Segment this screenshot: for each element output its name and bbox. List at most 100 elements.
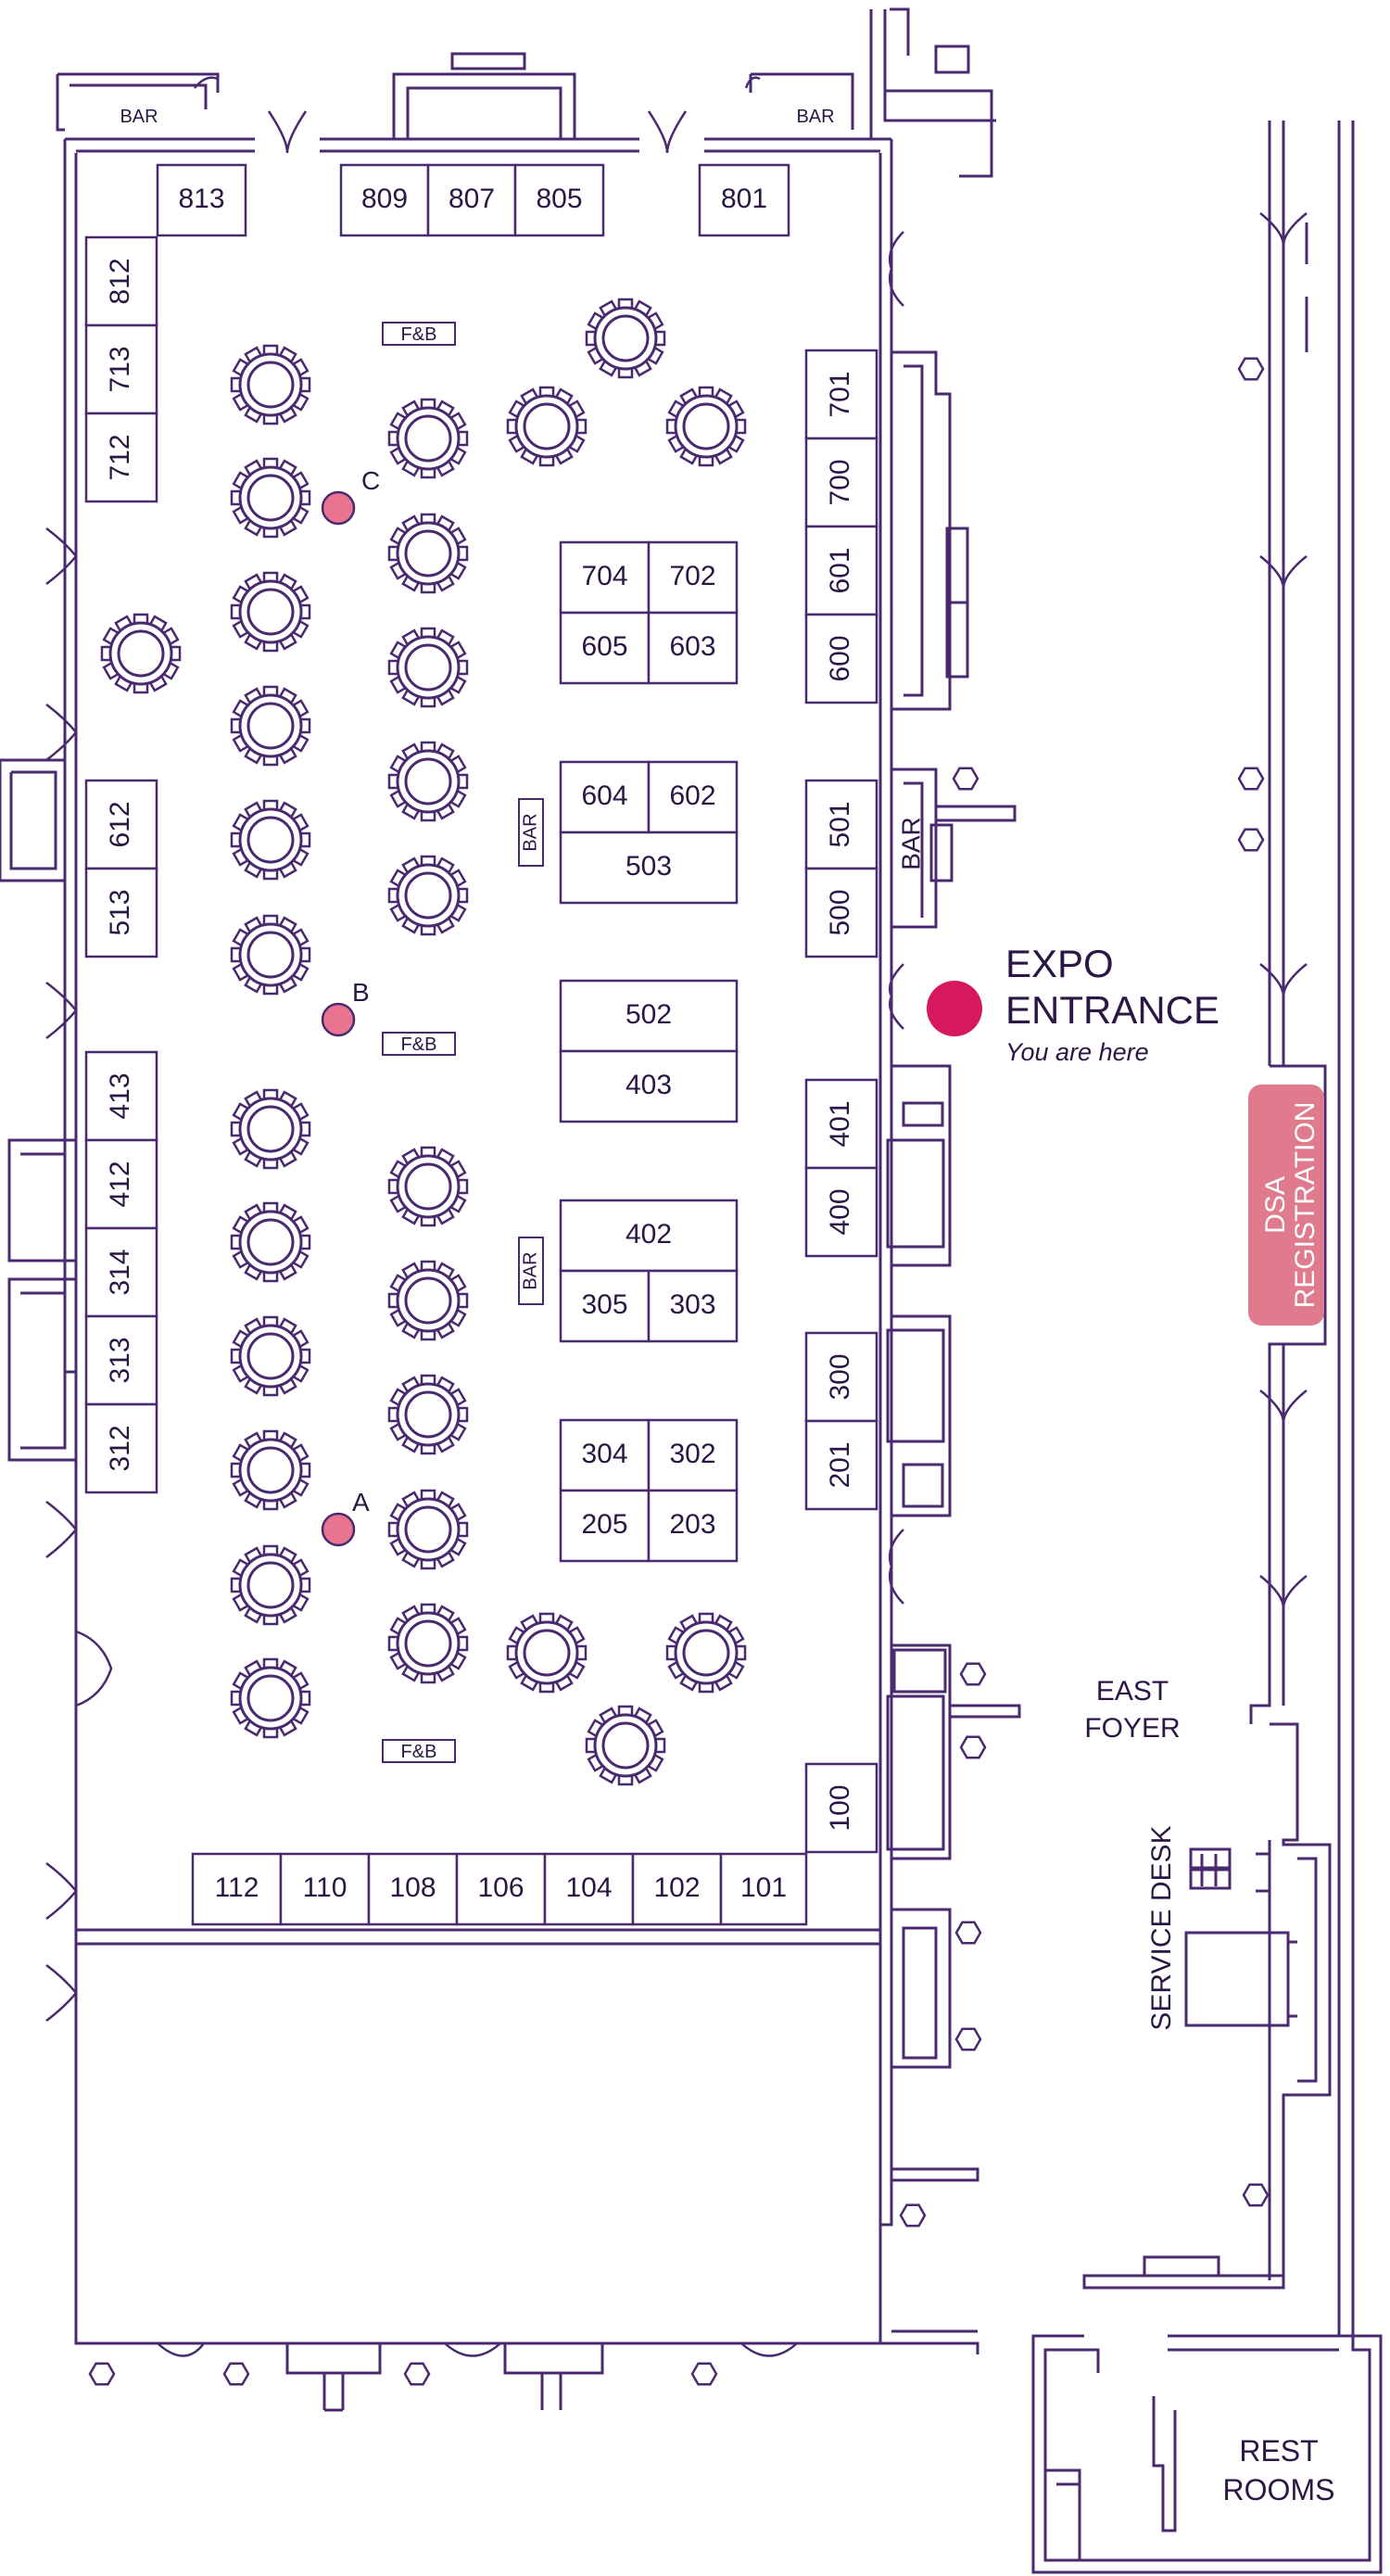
booth-number: 110 <box>303 1872 348 1903</box>
booth-704[interactable]: 704 <box>559 540 651 615</box>
booth-702[interactable]: 702 <box>647 540 739 615</box>
round-table <box>230 799 311 881</box>
booth-612[interactable]: 612 <box>84 779 158 870</box>
service-desk[interactable]: SERVICE DESK <box>1146 1825 1232 2031</box>
booth-503[interactable]: 503 <box>559 831 739 905</box>
booth-602[interactable]: 602 <box>647 760 739 834</box>
booth-number: 104 <box>565 1872 612 1903</box>
booth-number: 713 <box>105 346 135 392</box>
booth-number: 702 <box>669 561 715 591</box>
booth-412[interactable]: 412 <box>84 1138 158 1230</box>
booth-401[interactable]: 401 <box>804 1078 878 1170</box>
booth-number: 502 <box>626 999 672 1030</box>
booth-number: 100 <box>825 1784 855 1831</box>
booth-number: 401 <box>825 1100 855 1147</box>
booth-713[interactable]: 713 <box>84 324 158 415</box>
booth-501[interactable]: 501 <box>804 779 878 870</box>
booth-201[interactable]: 201 <box>804 1419 878 1511</box>
round-table <box>387 513 469 594</box>
booth-605[interactable]: 605 <box>559 611 651 685</box>
booth-812[interactable]: 812 <box>84 235 158 327</box>
booth-314[interactable]: 314 <box>84 1226 158 1318</box>
restrooms[interactable]: REST ROOMS <box>1223 2434 1335 2506</box>
round-table <box>230 1088 311 1170</box>
marker-c[interactable]: C <box>321 466 380 526</box>
svg-text:F&B: F&B <box>401 1742 437 1762</box>
booth-number: 304 <box>581 1439 627 1469</box>
booth-712[interactable]: 712 <box>84 412 158 503</box>
booth-100[interactable]: 100 <box>804 1762 878 1854</box>
booth-413[interactable]: 413 <box>84 1050 158 1142</box>
booth-number: 600 <box>825 635 855 681</box>
booth-number: 413 <box>105 1072 135 1119</box>
booth-108[interactable]: 108 <box>367 1852 459 1926</box>
fnb-tag-middle: F&B <box>382 1032 456 1056</box>
booth-403[interactable]: 403 <box>559 1049 739 1123</box>
marker-a[interactable]: A <box>321 1488 370 1547</box>
round-table <box>230 344 311 425</box>
booth-305[interactable]: 305 <box>559 1269 651 1343</box>
dsa-registration[interactable]: DSA REGISTRATION <box>1248 1085 1324 1326</box>
entrance-subtitle: You are here <box>1005 1038 1149 1066</box>
service-desk-counter-icon <box>1189 1847 1232 1890</box>
booth-313[interactable]: 313 <box>84 1314 158 1406</box>
walls <box>0 7 1383 2574</box>
booth-312[interactable]: 312 <box>84 1402 158 1494</box>
booth-513[interactable]: 513 <box>84 867 158 958</box>
booth-701[interactable]: 701 <box>804 349 878 440</box>
svg-text:EAST: EAST <box>1096 1676 1169 1707</box>
svg-text:BAR: BAR <box>896 817 925 870</box>
booth-807[interactable]: 807 <box>426 163 517 237</box>
booth-300[interactable]: 300 <box>804 1331 878 1423</box>
booth-110[interactable]: 110 <box>279 1852 371 1926</box>
booth-number: 805 <box>536 184 582 214</box>
booth-number: 205 <box>581 1509 627 1540</box>
booth-205[interactable]: 205 <box>559 1489 651 1563</box>
booth-203[interactable]: 203 <box>647 1489 739 1563</box>
booth-106[interactable]: 106 <box>455 1852 547 1926</box>
booth-402[interactable]: 402 <box>559 1199 739 1273</box>
booth-102[interactable]: 102 <box>631 1852 723 1926</box>
booth-104[interactable]: 104 <box>543 1852 635 1926</box>
round-table <box>387 1146 469 1227</box>
booth-304[interactable]: 304 <box>559 1418 651 1492</box>
booth-805[interactable]: 805 <box>513 163 605 237</box>
booth-604[interactable]: 604 <box>559 760 651 834</box>
booth-809[interactable]: 809 <box>339 163 430 237</box>
expo-entrance[interactable]: EXPO ENTRANCE You are here <box>927 942 1219 1066</box>
booth-number: 704 <box>581 561 627 591</box>
svg-text:DSA: DSA <box>1260 1176 1291 1234</box>
bar-tag-top-right: BAR <box>796 107 834 127</box>
booth-813[interactable]: 813 <box>156 163 247 237</box>
booth-101[interactable]: 101 <box>719 1852 808 1926</box>
you-are-here-dot <box>927 981 982 1036</box>
booth-302[interactable]: 302 <box>647 1418 739 1492</box>
bar-tag-right: BAR <box>896 817 925 870</box>
booth-700[interactable]: 700 <box>804 437 878 528</box>
round-table <box>506 1612 588 1694</box>
booth-112[interactable]: 112 <box>191 1852 283 1926</box>
round-table <box>665 1612 747 1694</box>
booth-number: 314 <box>105 1249 135 1295</box>
booth-603[interactable]: 603 <box>647 611 739 685</box>
svg-text:REST: REST <box>1239 2434 1318 2468</box>
booth-502[interactable]: 502 <box>559 979 739 1053</box>
svg-text:BAR: BAR <box>796 107 834 127</box>
round-table <box>585 1705 666 1786</box>
round-table <box>230 571 311 653</box>
booth-600[interactable]: 600 <box>804 613 878 704</box>
booth-number: 201 <box>825 1441 855 1488</box>
booth-500[interactable]: 500 <box>804 867 878 958</box>
bar-tag-center-1: BAR <box>518 798 544 867</box>
marker-b[interactable]: B <box>321 978 370 1037</box>
booth-number: 101 <box>740 1872 787 1903</box>
hexagon-icon <box>959 1735 987 1759</box>
booth-601[interactable]: 601 <box>804 525 878 616</box>
booth-number: 303 <box>669 1289 715 1320</box>
booth-303[interactable]: 303 <box>647 1269 739 1343</box>
booth-400[interactable]: 400 <box>804 1166 878 1258</box>
booth-number: 612 <box>105 801 135 847</box>
svg-text:F&B: F&B <box>401 1034 437 1055</box>
round-table <box>230 1315 311 1397</box>
booth-801[interactable]: 801 <box>698 163 790 237</box>
